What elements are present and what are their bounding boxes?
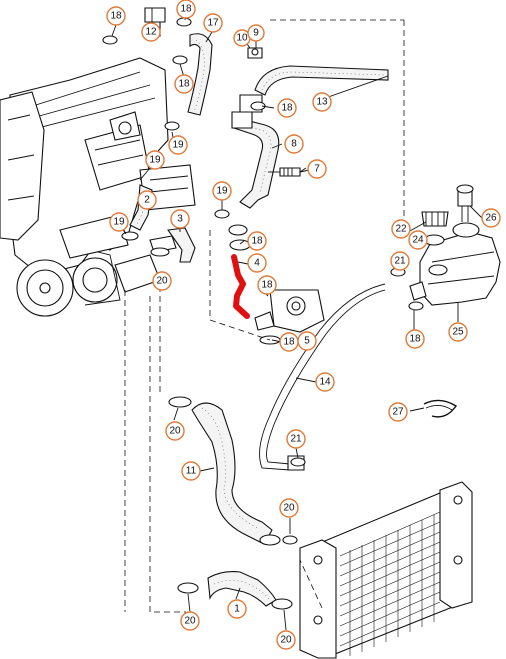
callout-1: 1 (227, 599, 247, 619)
svg-text:20: 20 (283, 503, 295, 514)
callout-19: 19 (212, 181, 232, 201)
callout-20: 20 (165, 421, 185, 441)
callout-7: 7 (307, 159, 327, 179)
callout-17: 17 (203, 13, 223, 33)
svg-text:3: 3 (177, 214, 183, 225)
radiator (299, 481, 473, 659)
svg-text:4: 4 (254, 258, 260, 269)
svg-text:9: 9 (253, 28, 259, 39)
svg-text:25: 25 (452, 327, 464, 338)
svg-text:20: 20 (156, 276, 168, 287)
svg-text:10: 10 (236, 33, 248, 44)
svg-text:18: 18 (409, 334, 421, 345)
dashed-guide-lines (124, 19, 405, 613)
callout-18: 18 (106, 6, 126, 26)
callout-19: 19 (109, 212, 129, 232)
part-27-spring-clip (423, 399, 458, 418)
svg-text:20: 20 (169, 426, 181, 437)
callout-20: 20 (276, 630, 296, 650)
callout-8: 8 (284, 134, 304, 154)
callout-4: 4 (247, 253, 267, 273)
callout-12: 12 (141, 22, 161, 42)
svg-text:12: 12 (145, 27, 157, 38)
callout-24: 24 (408, 230, 428, 250)
callout-18: 18 (174, 74, 194, 94)
callout-18: 18 (405, 329, 425, 349)
svg-text:8: 8 (291, 139, 297, 150)
engine-block (0, 57, 196, 317)
svg-text:13: 13 (316, 97, 328, 108)
callout-20: 20 (279, 498, 299, 518)
svg-text:21: 21 (290, 434, 302, 445)
callout-27: 27 (388, 402, 408, 422)
svg-text:20: 20 (280, 635, 292, 646)
callout-18: 18 (279, 332, 299, 352)
svg-text:19: 19 (216, 186, 228, 197)
callout-3: 3 (170, 209, 190, 229)
callout-22: 22 (391, 219, 411, 239)
callout-18: 18 (277, 98, 297, 118)
svg-text:2: 2 (144, 195, 150, 206)
svg-text:18: 18 (178, 79, 190, 90)
svg-text:19: 19 (113, 217, 125, 228)
svg-text:7: 7 (314, 164, 320, 175)
svg-text:19: 19 (149, 155, 161, 166)
callout-18: 18 (257, 275, 277, 295)
svg-text:19: 19 (172, 140, 184, 151)
part-11-lower-hose (168, 396, 281, 546)
hose-clamps (102, 17, 424, 545)
svg-text:18: 18 (281, 103, 293, 114)
expansion-tank (409, 184, 501, 306)
svg-text:17: 17 (207, 18, 219, 29)
svg-text:18: 18 (110, 11, 122, 22)
callout-19: 19 (168, 135, 188, 155)
part-1-short-hose (177, 571, 293, 610)
callout-26: 26 (481, 208, 501, 228)
callout-20: 20 (180, 611, 200, 631)
svg-text:18: 18 (251, 236, 263, 247)
callout-2: 2 (137, 190, 157, 210)
callout-21: 21 (286, 429, 306, 449)
callout-18: 18 (176, 0, 196, 19)
svg-text:21: 21 (394, 256, 406, 267)
svg-text:22: 22 (395, 224, 407, 235)
callout-18: 18 (247, 231, 267, 251)
callout-10: 10 (233, 29, 251, 47)
tank-cap (421, 211, 449, 227)
callout-13: 13 (312, 92, 332, 112)
svg-text:18: 18 (283, 337, 295, 348)
svg-text:5: 5 (304, 336, 310, 347)
svg-text:24: 24 (412, 235, 424, 246)
svg-text:20: 20 (184, 616, 196, 627)
callout-14: 14 (315, 372, 335, 392)
svg-text:1: 1 (234, 604, 240, 615)
part-4-highlighted-hose (228, 224, 325, 345)
callout-21: 21 (390, 251, 410, 271)
svg-text:11: 11 (186, 466, 197, 477)
svg-text:18: 18 (180, 4, 192, 15)
callout-11: 11 (181, 461, 201, 481)
svg-text:18: 18 (261, 280, 273, 291)
svg-text:26: 26 (485, 213, 497, 224)
callout-9: 9 (247, 24, 265, 42)
svg-text:14: 14 (319, 377, 331, 388)
callout-25: 25 (448, 322, 468, 342)
callout-5: 5 (297, 331, 317, 351)
callout-20: 20 (152, 271, 172, 291)
svg-text:27: 27 (392, 407, 404, 418)
callout-19: 19 (145, 150, 165, 170)
